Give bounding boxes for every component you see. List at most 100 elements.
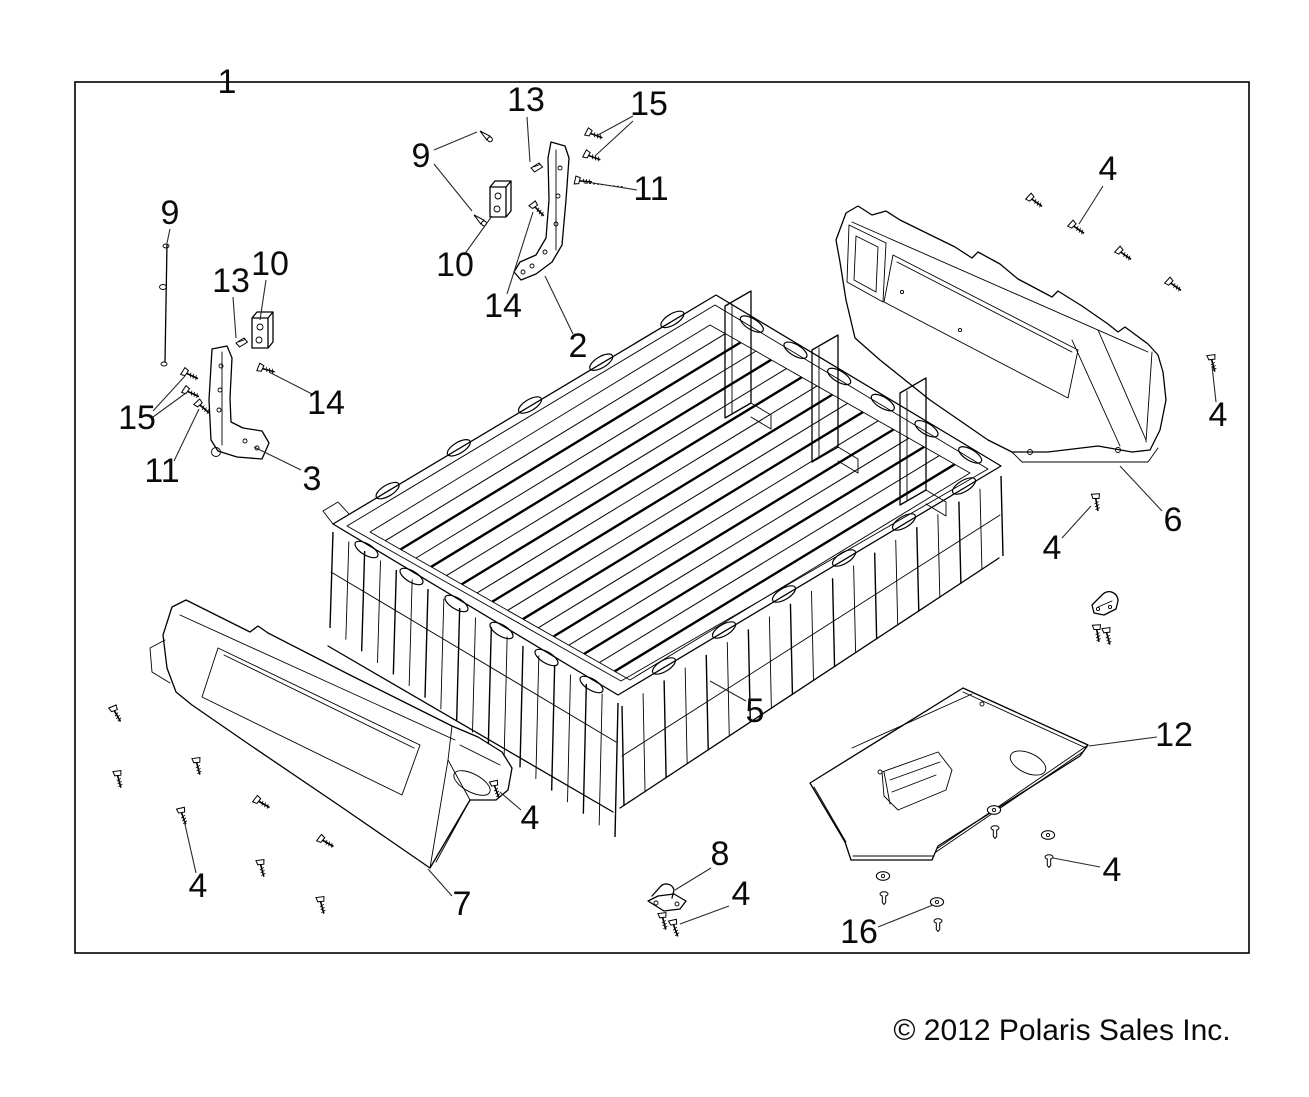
wall-slat xyxy=(408,579,413,687)
rim-slot xyxy=(827,367,852,386)
rear-panel xyxy=(835,205,1167,463)
callout-4: 4 xyxy=(1043,529,1062,567)
closeoff-panel-handle-cutout xyxy=(1009,750,1047,776)
floor-rib xyxy=(522,411,864,621)
vertical-screw-icon xyxy=(1044,854,1054,868)
latch-bracket xyxy=(647,883,687,912)
rim-slot xyxy=(589,353,614,371)
support-bracket-front xyxy=(513,141,570,281)
callout-4: 4 xyxy=(521,799,540,837)
side-panel-left xyxy=(149,599,513,869)
wall-slat xyxy=(811,590,814,682)
leader-line xyxy=(499,791,522,811)
copyright-text: © 2012 Polaris Sales Inc. xyxy=(893,1014,1230,1047)
side-panel-window xyxy=(201,647,421,796)
leader-line xyxy=(1119,465,1163,512)
floor-rib xyxy=(614,463,956,673)
wall-slat xyxy=(424,588,429,698)
screw-icon xyxy=(583,126,605,142)
wall-slat xyxy=(937,514,941,598)
wall-slat xyxy=(663,680,667,779)
box-walls xyxy=(329,475,1004,838)
screw-icon xyxy=(573,175,594,187)
rim-slot xyxy=(354,540,379,559)
floor-rib xyxy=(385,333,726,542)
front-wall-bottom-edge xyxy=(327,645,614,813)
leader-line xyxy=(183,819,197,874)
closeoff-panel xyxy=(809,687,1089,861)
wall-slat xyxy=(360,550,366,652)
leader-line xyxy=(586,181,638,191)
leader-line xyxy=(544,275,574,335)
side-panel-handle-cutout xyxy=(453,770,491,796)
rim-slot xyxy=(660,310,685,329)
wall-slat xyxy=(392,569,398,675)
callout-2: 2 xyxy=(569,327,588,365)
screw-icon xyxy=(191,755,205,777)
leader-line xyxy=(877,904,934,928)
wall-slat xyxy=(550,664,556,791)
rim-slot xyxy=(534,648,559,667)
wall-slat xyxy=(621,705,625,807)
callout-11: 11 xyxy=(633,170,668,208)
bumper-block-left xyxy=(251,311,274,349)
wall-slat xyxy=(345,541,350,640)
floor-rib xyxy=(461,376,803,586)
rim-slot xyxy=(951,477,977,495)
screw-icon xyxy=(107,703,126,725)
bracket-grommet xyxy=(211,447,221,457)
wall-slat xyxy=(329,531,334,629)
callout-3: 3 xyxy=(303,460,322,498)
screw-icon xyxy=(1206,352,1220,374)
screw-icon xyxy=(667,917,683,939)
callout-leader-lines xyxy=(152,115,1217,928)
callout-15: 15 xyxy=(118,399,156,437)
leader-line xyxy=(1078,185,1104,225)
floor-rib xyxy=(491,393,833,603)
callout-6: 6 xyxy=(1164,501,1183,539)
wall-slat xyxy=(726,642,730,737)
wall-slat xyxy=(1000,475,1004,557)
clip-icon xyxy=(530,162,543,173)
callout-14: 14 xyxy=(307,384,345,422)
corner-cap xyxy=(322,501,350,525)
leader-line xyxy=(1061,505,1092,539)
wall-slat xyxy=(642,693,646,793)
callout-5: 5 xyxy=(746,692,765,730)
leader-line xyxy=(253,446,302,471)
clip-icon xyxy=(235,337,248,348)
wall-slat xyxy=(747,629,752,723)
callout-15: 15 xyxy=(630,85,668,123)
wall-slat xyxy=(535,655,540,779)
callout-13: 13 xyxy=(507,81,545,119)
rear-panel-foot xyxy=(1011,447,1159,463)
screw-icon xyxy=(1091,623,1105,644)
leader-line xyxy=(679,905,730,925)
support-bracket-left xyxy=(208,345,270,460)
bumper-block-front xyxy=(489,180,512,218)
wall-slat xyxy=(831,578,836,668)
rim-slots xyxy=(354,310,983,694)
leader-line xyxy=(526,116,531,163)
leader-line xyxy=(709,680,747,702)
leader-line xyxy=(506,211,534,295)
vertical-screw-icon xyxy=(990,825,1000,839)
leader-line xyxy=(597,115,634,136)
leader-line xyxy=(1211,365,1217,403)
screw-icon xyxy=(1101,625,1115,647)
callout-4: 4 xyxy=(1103,851,1122,889)
right-wall-bottom-edge xyxy=(619,557,1000,809)
figure-border xyxy=(74,81,1250,954)
rim-slot xyxy=(444,594,469,613)
rim-slot xyxy=(579,675,604,694)
rim-slot xyxy=(711,621,737,639)
pin-icon xyxy=(477,128,494,144)
callout-10: 10 xyxy=(251,245,289,283)
rim-slot xyxy=(489,621,514,640)
screw-icon xyxy=(1024,191,1046,210)
rim-slot xyxy=(739,315,764,333)
floor-rib xyxy=(399,341,742,551)
floor-rib xyxy=(599,455,940,664)
screw-icon xyxy=(255,857,269,879)
